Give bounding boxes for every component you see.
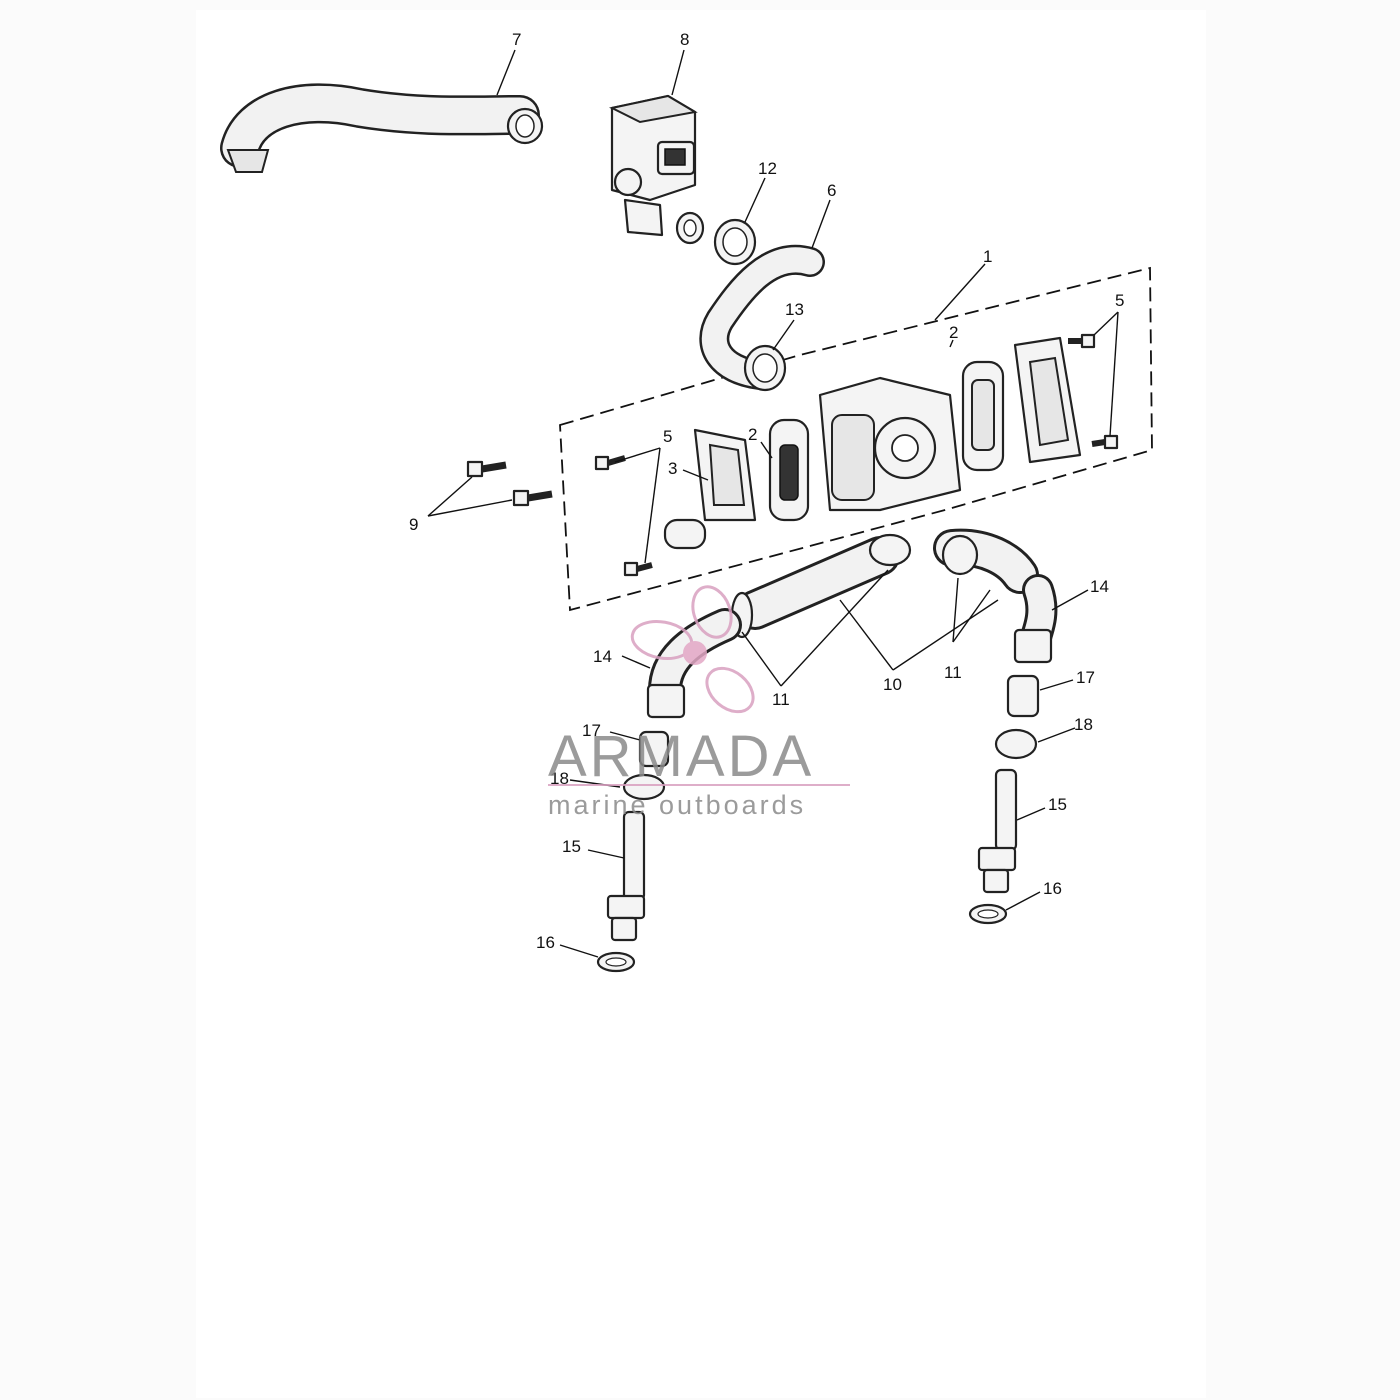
clamp-12 — [713, 218, 757, 266]
bolt-5-d — [1091, 434, 1119, 450]
callout-13: 13 — [785, 300, 804, 319]
clamp-11-c — [941, 534, 979, 576]
callout-15-left: 15 — [562, 837, 581, 856]
clamp-13 — [743, 344, 787, 392]
callout-8: 8 — [680, 30, 689, 49]
sleeve-17-left — [638, 730, 670, 768]
bolt-9-a — [466, 460, 507, 478]
callout-11-right: 11 — [944, 663, 962, 682]
propeller-logo-icon — [630, 585, 755, 714]
elbow-14-right — [1013, 574, 1058, 664]
watermark: ARMADA marine outboards — [548, 585, 850, 820]
callout-16-left: 16 — [536, 933, 555, 952]
callout-2-left: 2 — [748, 425, 757, 444]
cover-3 — [663, 428, 757, 550]
hose-7 — [220, 83, 544, 173]
assembly-outline — [559, 266, 1153, 612]
tube-15-left — [606, 810, 646, 942]
gasket-2-left — [768, 418, 810, 522]
sleeve-17-right — [1006, 674, 1040, 718]
washer-16-left — [596, 951, 636, 973]
callout-11-left: 11 — [772, 690, 790, 709]
valve-8 — [609, 94, 705, 245]
callouts: 1 2 2 3 5 5 6 7 8 9 10 11 11 12 13 14 14… — [409, 30, 1124, 952]
callout-2-right: 2 — [949, 323, 958, 342]
gasket-2-right — [961, 360, 1005, 472]
callout-7: 7 — [512, 30, 521, 49]
callout-14-left: 14 — [593, 647, 612, 666]
bolt-5-c — [1068, 333, 1096, 349]
clamp-11-b — [868, 533, 912, 567]
elbow-14-left — [646, 608, 742, 719]
bolt-5-a — [594, 455, 626, 471]
hose-6 — [699, 245, 825, 390]
bolt-9-b — [512, 489, 553, 507]
callout-15-right: 15 — [1048, 795, 1067, 814]
callout-18-right: 18 — [1074, 715, 1093, 734]
washer-16-right — [968, 903, 1008, 925]
callout-1: 1 — [983, 247, 992, 266]
watermark-tagline: marine outboards — [548, 790, 806, 820]
callout-3: 3 — [668, 459, 677, 478]
callout-5-right: 5 — [1115, 291, 1124, 310]
plate-right — [1013, 336, 1082, 464]
callout-10: 10 — [883, 675, 902, 694]
callout-12: 12 — [758, 159, 777, 178]
callout-9: 9 — [409, 515, 418, 534]
clamp-18-right — [994, 728, 1038, 760]
manifold-center — [818, 376, 962, 512]
callout-5-left: 5 — [663, 427, 672, 446]
clamp-18-left — [622, 773, 666, 801]
watermark-brand: ARMADA — [548, 724, 814, 789]
callout-17-right: 17 — [1076, 668, 1095, 687]
bolt-5-b — [623, 561, 653, 577]
callout-18-left: 18 — [550, 769, 569, 788]
callout-14-right: 14 — [1090, 577, 1109, 596]
callout-17-left: 17 — [582, 721, 601, 740]
callout-16-right: 16 — [1043, 879, 1062, 898]
tube-15-right — [977, 768, 1018, 894]
callout-6: 6 — [827, 181, 836, 200]
